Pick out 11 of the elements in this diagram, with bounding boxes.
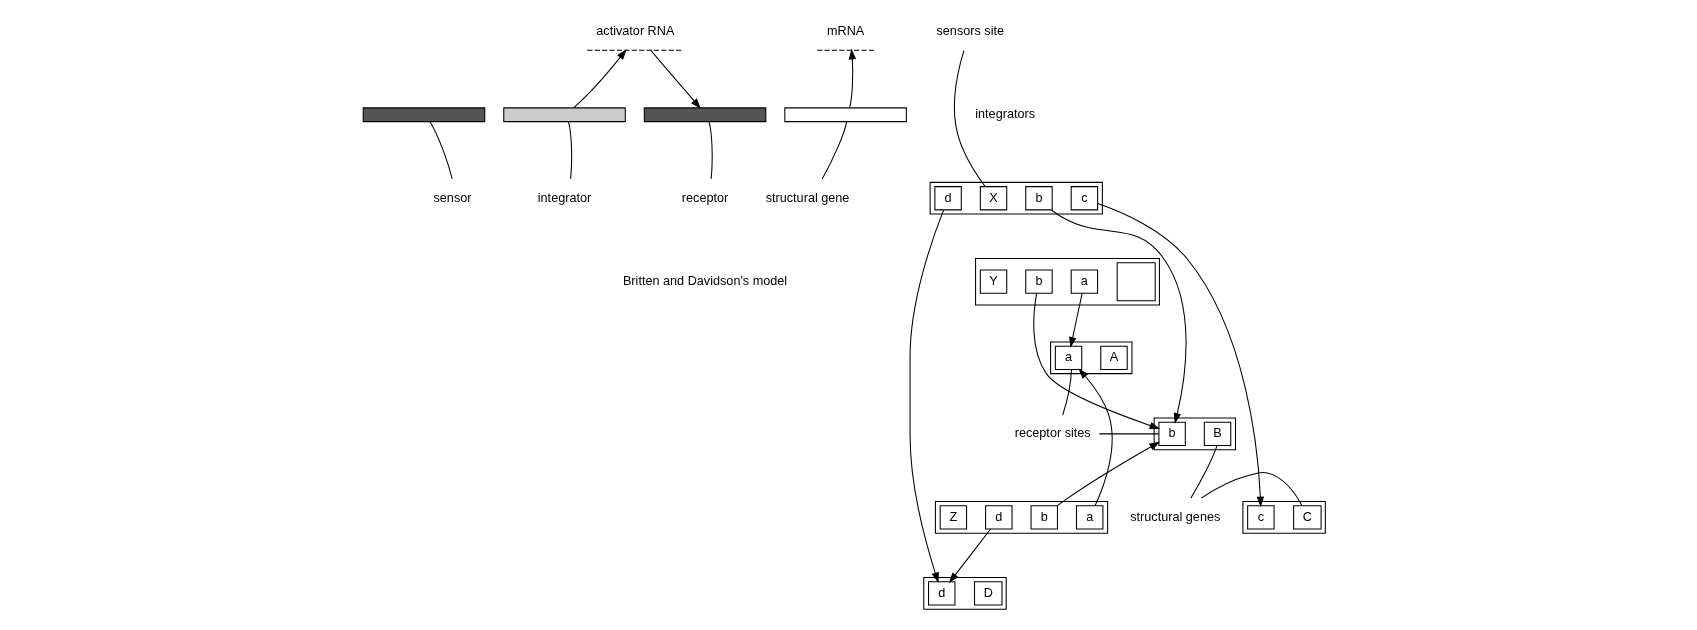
node-text: integrator (537, 190, 592, 205)
label: Britten and Davidson's model (622, 273, 788, 288)
node-text: activator RNA (596, 23, 675, 38)
node-text: receptor (681, 190, 729, 205)
node-text: mRNA (826, 23, 865, 38)
node-text: structural gene (765, 190, 850, 205)
node-text: sensor (433, 190, 472, 205)
label: integrators (975, 107, 1036, 122)
node-text: structural genes (1130, 509, 1221, 524)
node-text: receptor sites (1014, 426, 1091, 441)
node-text: sensors site (936, 23, 1005, 38)
